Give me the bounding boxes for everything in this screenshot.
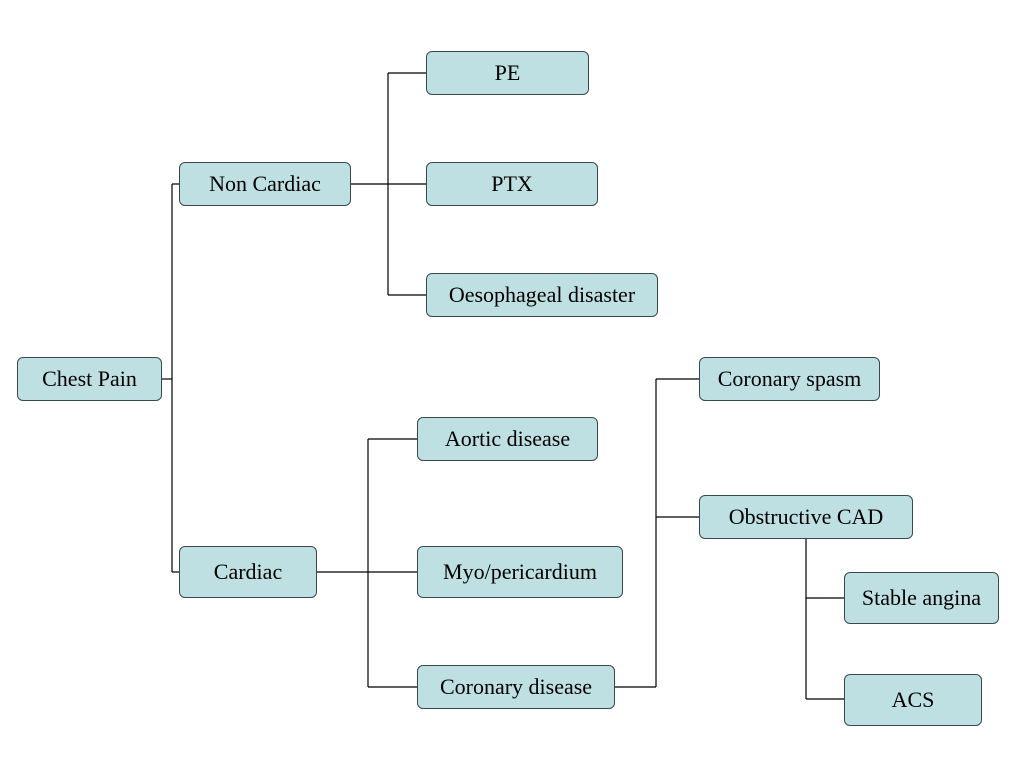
node-coronary-disease: Coronary disease xyxy=(417,665,615,709)
node-acs: ACS xyxy=(844,674,982,726)
node-oesophageal-disaster: Oesophageal disaster xyxy=(426,273,658,317)
node-cardiac: Cardiac xyxy=(179,546,317,598)
node-myo-pericardium: Myo/pericardium xyxy=(417,546,623,598)
node-non-cardiac: Non Cardiac xyxy=(179,162,351,206)
node-aortic-disease: Aortic disease xyxy=(417,417,598,461)
node-chest-pain: Chest Pain xyxy=(17,357,162,401)
node-pe: PE xyxy=(426,51,589,95)
node-ptx: PTX xyxy=(426,162,598,206)
node-obstructive-cad: Obstructive CAD xyxy=(699,495,913,539)
node-stable-angina: Stable angina xyxy=(844,572,999,624)
node-coronary-spasm: Coronary spasm xyxy=(699,357,880,401)
